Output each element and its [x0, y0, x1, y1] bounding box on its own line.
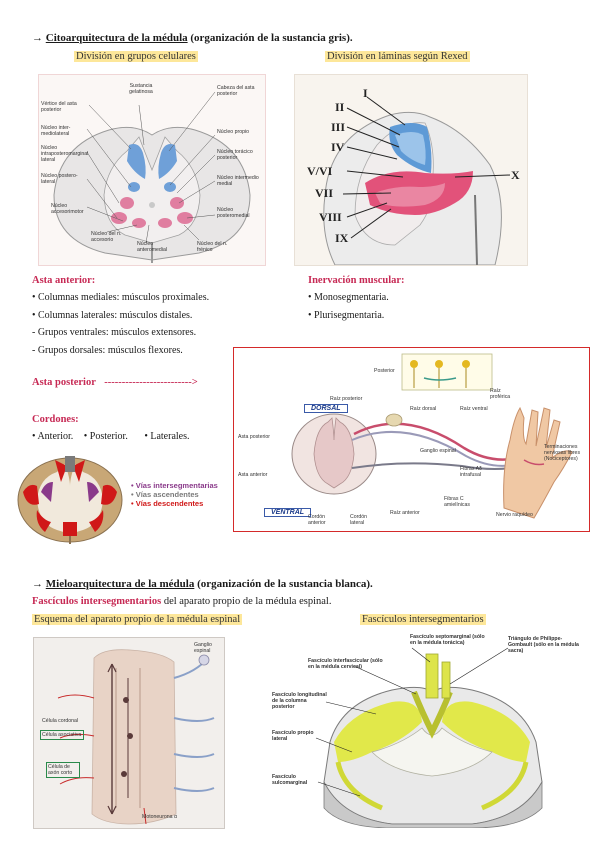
inervacion-item: • Plurisegmentaria.	[308, 307, 508, 325]
section2-title: → Mieloarquitectura de la médula (organi…	[32, 578, 373, 590]
label-anteromedial: Núcleo anteromedial	[137, 241, 177, 253]
label-propio-lateral: Fascículo propio lateral	[272, 730, 316, 742]
label-asta-anterior: Asta anterior	[238, 472, 274, 478]
label-nervio-raquideo: Nervio raquídeo	[496, 512, 536, 518]
cordon-laterales: • Laterales.	[144, 431, 189, 442]
label-raiz-dorsal: Raíz dorsal	[410, 406, 440, 412]
label-sustancia-gelatinosa: Sustancia gelatinosa	[121, 83, 161, 95]
label-nucleo-propio: Núcleo propio	[217, 129, 263, 135]
reflex-hand-figure: DORSAL VENTRAL Posterior Raíz posterior …	[233, 347, 590, 532]
inervacion-item: • Monosegmentaria.	[308, 289, 508, 307]
dorsal-label: DORSAL	[304, 404, 348, 413]
lamina-VIII: VIII	[319, 210, 342, 224]
cordon-posterior: • Posterior.	[84, 431, 128, 442]
label-cordon-anterior: Cordón anterior	[308, 514, 338, 526]
lamina-X: X	[511, 168, 520, 182]
label-fibras-ad: Fibras Aδ intrafusal	[460, 466, 496, 478]
cordones-list: • Anterior. • Posterior. • Laterales.	[32, 428, 232, 446]
cell-groups-figure: Sustancia gelatinosa Vértice del asta po…	[38, 74, 266, 266]
ventral-label: VENTRAL	[264, 508, 311, 517]
asta-anterior-item: • Columnas laterales: músculos distales.	[32, 307, 272, 325]
cord-section-figure	[15, 452, 125, 544]
label-septomarginal: Fascículo septomarginal (sólo en la médu…	[410, 634, 486, 646]
rexed-laminae-illustration: I II III IV V/VI VII VIII IX X	[295, 75, 527, 265]
label-sulcomarginal: Fascículo sulcomarginal	[272, 774, 318, 786]
lamina-I: I	[363, 86, 368, 100]
asta-posterior-title: Asta posterior -------------------------…	[32, 377, 198, 388]
lamina-V-VI: V/VI	[307, 164, 333, 178]
subtitle-scheme: Esquema del aparato propio de la médula …	[32, 614, 242, 625]
label-raiz-ventral: Raíz ventral	[460, 406, 490, 412]
label-fibras-c: Fibras C amielínicas	[444, 496, 484, 508]
asta-anterior-item: • Columnas mediales: músculos proximales…	[32, 289, 272, 307]
cordon-anterior: • Anterior.	[32, 431, 73, 442]
cord-legend: • Vías intersegmentarias • Vías ascenden…	[131, 481, 231, 508]
label-raiz-anterior: Raíz anterior	[390, 510, 420, 516]
section1-title: → Citoarquitectura de la médula (organiz…	[32, 32, 353, 44]
lamina-IX: IX	[335, 231, 349, 245]
scheme-figure: Ganglio espinal Célula cordonal Célula a…	[33, 637, 225, 829]
label-interfascicular: Fascículo interfascicular (sólo en la mé…	[308, 658, 384, 670]
reflex-arc-illustration	[234, 348, 589, 531]
subtitle-cell-groups: División en grupos celulares	[74, 51, 198, 62]
lamina-II: II	[335, 100, 345, 114]
label-raiz-proferica: Raíz proférica	[490, 388, 520, 400]
label-toracico-posterior: Núcleo torácico posterior	[217, 149, 263, 161]
label-nucleo-accesorio: Núcleo del n. accesorio	[91, 231, 131, 243]
label-philippe-gombault: Triángulo de Philippe-Gombault (sólo en …	[508, 636, 584, 654]
legend-ascendentes: • Vías ascendentes	[131, 490, 231, 499]
lamina-III: III	[331, 120, 345, 134]
label-celula-axon-corto: Célula de axón corto	[46, 762, 80, 778]
label-intermedio-medial: Núcleo intermedio medial	[217, 175, 263, 187]
label-ganglio-espinal: Ganglio espinal	[420, 448, 456, 454]
label-cabeza-asta: Cabeza del asta posterior	[217, 85, 263, 97]
label-posterior: Posterior	[374, 368, 395, 374]
fascicle-line: Fascículos intersegmentarios del aparato…	[32, 596, 331, 607]
label-motoneurona: Motoneurona α	[142, 814, 192, 820]
label-frenico: Núcleo del n. frénico	[197, 241, 237, 253]
label-intraposteromarginal: Núcleo intraposteromarginal lateral	[41, 145, 87, 163]
rexed-figure: I II III IV V/VI VII VIII IX X	[294, 74, 528, 266]
subtitle-intersegmental: Fascículos intersegmentarios	[360, 614, 486, 625]
inervacion-list: • Monosegmentaria. • Plurisegmentaria.	[308, 289, 508, 324]
cordones-title: Cordones:	[32, 414, 79, 425]
lamina-VII: VII	[315, 186, 333, 200]
label-raiz-posterior: Raíz posterior	[330, 396, 362, 402]
label-longitudinal: Fascículo longitudinal de la columna pos…	[272, 692, 328, 710]
label-accesorimotor: Núcleo accesorimotor	[51, 203, 97, 215]
fascicles-3d-figure: Fascículo septomarginal (sólo en la médu…	[272, 632, 584, 828]
label-asta-posterior: Asta posterior	[238, 434, 274, 440]
legend-descendentes: • Vías descendentes	[131, 499, 231, 508]
asta-anterior-item: - Grupos ventrales: músculos extensores.	[32, 324, 272, 342]
subtitle-rexed: División en láminas según Rexed	[325, 51, 470, 62]
asta-posterior-arrow: ------------------------->	[104, 377, 197, 388]
asta-anterior-title: Asta anterior:	[32, 275, 95, 286]
label-intermediolateral: Núcleo inter-mediolateral	[41, 125, 87, 137]
label-vertice-asta: Vértice del asta posterior	[41, 101, 87, 113]
label-posterolateral: Núcleo postero-lateral	[41, 173, 87, 185]
inervacion-title: Inervación muscular:	[308, 275, 405, 286]
label-celula-cordonal: Célula cordonal	[42, 718, 82, 724]
label-celula-asociativa: Célula asociativa	[40, 730, 84, 740]
label-ganglio-espinal-scheme: Ganglio espinal	[194, 642, 224, 654]
legend-intersegmentarias: • Vías intersegmentarias	[131, 481, 231, 490]
label-cordon-lateral: Cordón lateral	[350, 514, 380, 526]
label-posteromedial: Núcleo posteromedial	[217, 207, 263, 219]
label-terminaciones: Terminaciones nerviosas libres (Nocicept…	[544, 444, 588, 462]
lamina-IV: IV	[331, 140, 345, 154]
cord-cross-section-illustration	[15, 452, 125, 544]
